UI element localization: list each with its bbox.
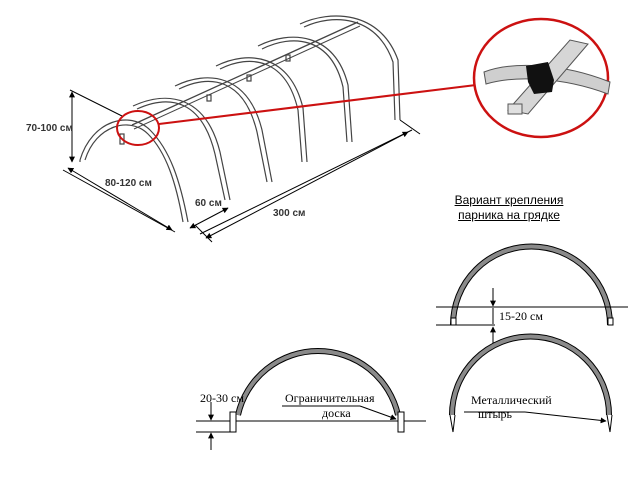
pin-right — [606, 414, 613, 433]
dimension-lines-3d — [62, 89, 421, 243]
variant-title-line1: Вариант крепления — [454, 193, 564, 207]
board-left — [229, 411, 237, 433]
spacing-label: 60 см — [195, 198, 222, 209]
length-label: 300 см — [273, 208, 305, 219]
variant-pin: Металлический штырь — [449, 333, 613, 433]
board-label-line1: Ограничительная — [285, 391, 375, 405]
greenhouse-3d-sketch — [79, 15, 401, 223]
variant-title: Вариант крепления парника на грядке — [446, 193, 572, 223]
arch-1 — [79, 119, 189, 223]
arch-5 — [257, 36, 353, 143]
detail-callout — [116, 17, 611, 146]
ridge-beam — [131, 21, 359, 126]
pin-left — [449, 414, 456, 433]
variant-board: 20-30 см Ограничительная доска — [196, 348, 426, 450]
board-right — [397, 411, 405, 433]
width-label: 80-120 см — [105, 178, 152, 189]
arch-4 — [215, 57, 308, 163]
clamp — [526, 62, 554, 94]
callout-leader-line — [158, 84, 477, 125]
height-label: 70-100 см — [26, 123, 73, 134]
ground-depth-label: 15-20 см — [499, 309, 543, 323]
pin-label-line1: Металлический — [471, 393, 552, 407]
callout-small-circle — [116, 110, 160, 146]
pin-label-line2: штырь — [478, 407, 513, 421]
variant-title-line2: парника на грядке — [458, 208, 560, 222]
board-depth-label: 20-30 см — [200, 391, 244, 405]
board-label-line2: доска — [322, 406, 351, 420]
arch-board — [235, 348, 401, 416]
variant-ground: 15-20 см — [436, 243, 628, 345]
